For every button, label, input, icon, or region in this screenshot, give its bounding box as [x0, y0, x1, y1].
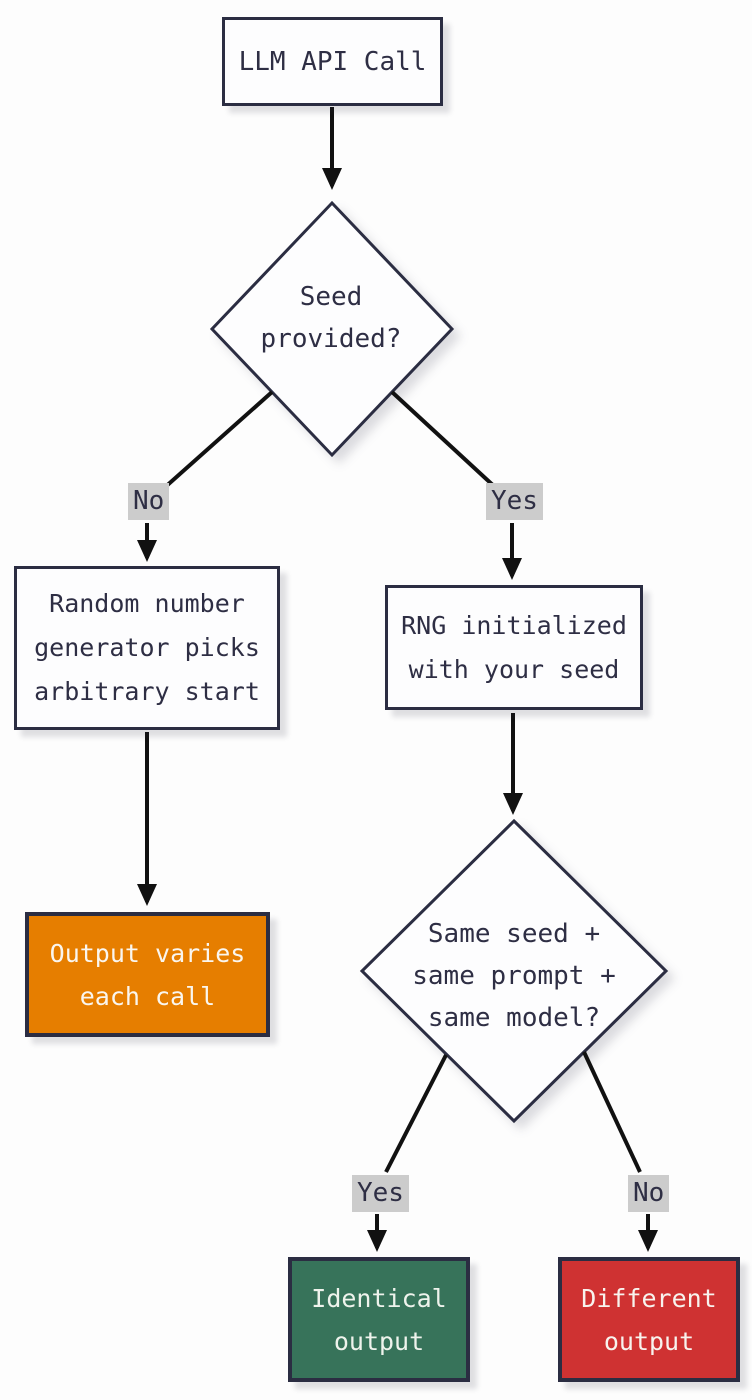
node-label: LLM API Call [238, 46, 427, 77]
node-text-line: Random number [49, 589, 245, 618]
node-random-start: Random number generator picks arbitrary … [14, 566, 280, 730]
node-text-line: Different [581, 1283, 717, 1313]
decision-same-seed-text: Same seed + same prompt + same model? [354, 913, 674, 1039]
edge-same-decision-to-yes-label [384, 1054, 448, 1173]
decision-text-line: same model? [427, 1003, 601, 1033]
node-text-line: arbitrary start [34, 677, 260, 706]
node-text-line: RNG initialized [401, 610, 627, 640]
edge-label-yes: Yes [352, 1175, 409, 1212]
node-text-line: Identical [311, 1283, 447, 1313]
node-text-line: with your seed [408, 654, 620, 684]
decision-text-line: Seed [299, 282, 363, 312]
node-text-line: output [333, 1326, 425, 1356]
node-text-line: each call [79, 981, 216, 1011]
edge-label-no: No [128, 483, 170, 520]
node-identical-output: Identical output [288, 1257, 470, 1382]
node-output-varies: Output varies each call [25, 912, 270, 1037]
edge-seed-decision-to-yes-label [390, 390, 498, 490]
decision-seed-provided-text: Seed provided? [181, 276, 481, 360]
decision-same-seed-diamond [359, 818, 669, 1124]
node-rng-initialized: RNG initialized with your seed [385, 585, 643, 710]
node-different-output: Different output [558, 1257, 740, 1382]
edge-same-decision-to-no-label [582, 1051, 642, 1173]
node-text-line: generator picks [34, 633, 260, 662]
decision-text-line: Same seed + [427, 919, 601, 949]
edge-seed-decision-to-no-label [161, 390, 274, 491]
decision-text-line: same prompt + [412, 961, 616, 991]
decision-text-line: provided? [260, 324, 402, 354]
node-text-line: output [603, 1326, 695, 1356]
edge-label-no: No [628, 1175, 670, 1212]
node-llm-api-call: LLM API Call [222, 17, 443, 106]
node-text-line: Output varies [49, 938, 246, 968]
edge-label-yes: Yes [486, 483, 543, 520]
